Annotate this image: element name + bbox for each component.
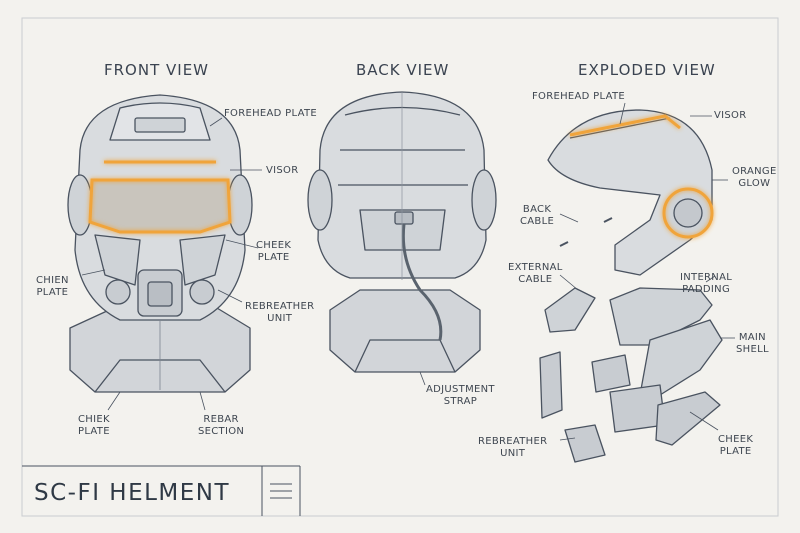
exploded-label-rebreather-unit: REBREATHER UNIT	[478, 436, 548, 459]
back-view-title: BACK VIEW	[356, 61, 450, 79]
exploded-parts	[539, 109, 723, 463]
front-label-chiek-plate: CHIEK PLATE	[78, 414, 110, 437]
leader-lines	[81, 102, 735, 441]
front-label-visor: VISOR	[266, 165, 299, 176]
exploded-label-external-cable: EXTERNAL CABLE	[508, 262, 563, 285]
front-label-forehead-plate: FOREHEAD PLATE	[224, 108, 317, 119]
exploded-label-back-cable: BACK CABLE	[520, 204, 555, 227]
front-label-rebreather-unit: REBREATHER UNIT	[245, 301, 315, 324]
drawing-title: SC-FI HELMENT	[34, 480, 231, 506]
exploded-label-internal-padding: INTERNAL PADDING	[680, 272, 733, 295]
front-label-cheek-plate: CHEEK PLATE	[256, 240, 292, 263]
front-helmet	[67, 94, 253, 393]
exploded-label-orange-glow: ORANGE GLOW	[732, 166, 777, 189]
title-block-frame	[22, 465, 301, 516]
exploded-label-main-shell: MAIN SHELL	[736, 332, 769, 355]
exploded-glow	[569, 114, 714, 239]
front-view-title: FRONT VIEW	[104, 61, 210, 79]
exploded-label-cheek-plate: CHEEK PLATE	[718, 434, 754, 457]
back-helmet	[307, 91, 497, 373]
back-label-adjustment-strap: ADJUSTMENT STRAP	[426, 384, 495, 407]
exploded-label-visor: VISOR	[714, 110, 747, 121]
exploded-label-forehead-plate: FOREHEAD PLATE	[532, 91, 625, 102]
sheet-border	[21, 17, 779, 517]
front-visor-glow	[88, 160, 232, 234]
front-label-rebar-section: REBAR SECTION	[198, 414, 245, 437]
exploded-view-title: EXPLODED VIEW	[578, 61, 716, 79]
front-label-chien-plate: CHIEN PLATE	[36, 275, 69, 298]
